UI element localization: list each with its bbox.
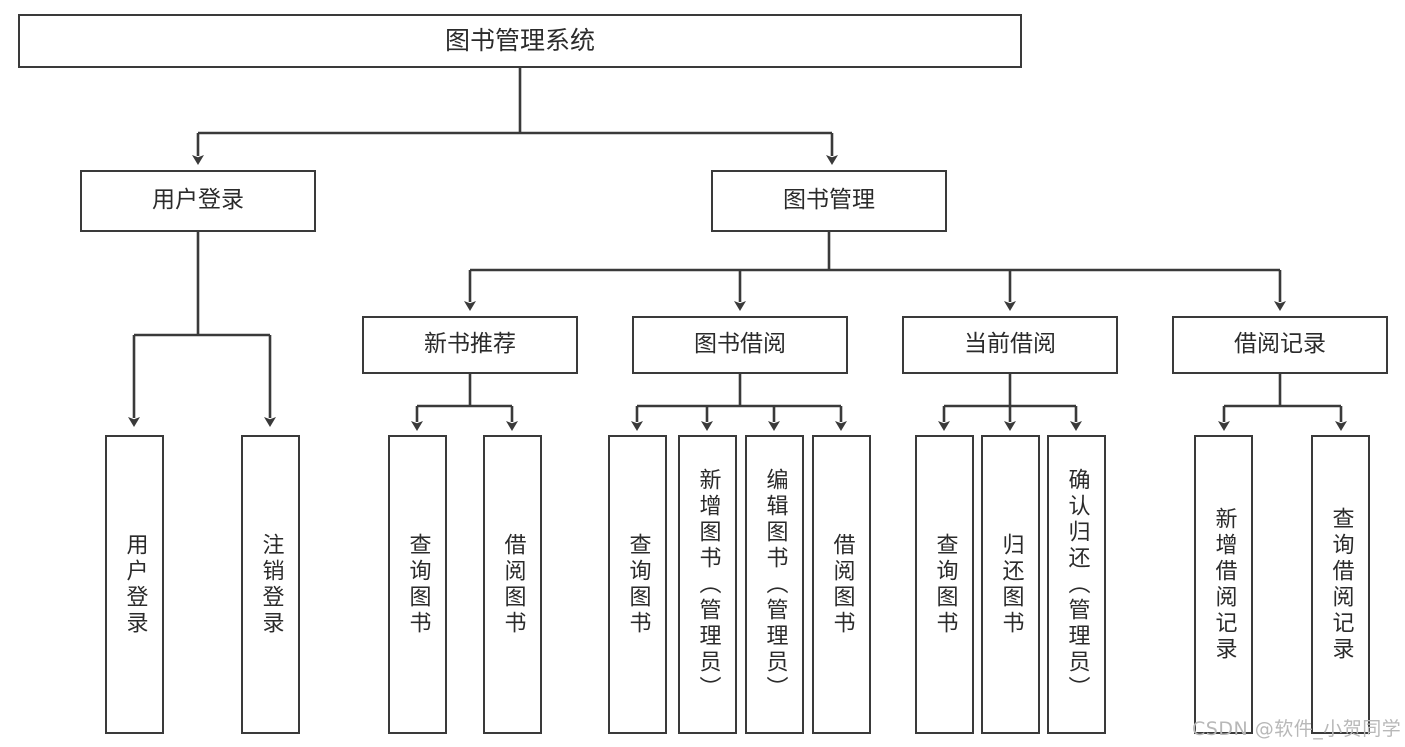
node-new-book-recommend-label: 新书推荐 xyxy=(424,331,516,358)
leaf-label: 新增图书（管理员） xyxy=(695,467,721,702)
node-book-borrow[interactable]: 图书借阅 xyxy=(632,316,848,374)
leaf-label: 编辑图书（管理员） xyxy=(762,467,788,702)
node-root[interactable]: 图书管理系统 xyxy=(18,14,1022,68)
leaf-label: 查询图书 xyxy=(932,532,958,637)
leaf-user-login-logout[interactable]: 注销登录 xyxy=(241,435,300,734)
leaf-label: 归还图书 xyxy=(998,532,1024,637)
node-borrow-record[interactable]: 借阅记录 xyxy=(1172,316,1388,374)
leaf-new-book-query-book[interactable]: 查询图书 xyxy=(388,435,447,734)
node-current-borrow-label: 当前借阅 xyxy=(964,331,1056,358)
node-new-book-recommend[interactable]: 新书推荐 xyxy=(362,316,578,374)
leaf-label: 查询图书 xyxy=(405,532,431,637)
leaf-label: 确认归还（管理员） xyxy=(1064,467,1090,702)
node-book-management[interactable]: 图书管理 xyxy=(711,170,947,232)
leaf-label: 借阅图书 xyxy=(500,532,526,637)
leaf-new-book-borrow-book[interactable]: 借阅图书 xyxy=(483,435,542,734)
leaf-label: 查询图书 xyxy=(625,532,651,637)
leaf-borrow-record-query-record[interactable]: 查询借阅记录 xyxy=(1311,435,1370,734)
leaf-label: 新增借阅记录 xyxy=(1211,506,1237,663)
node-root-label: 图书管理系统 xyxy=(444,26,595,56)
leaf-book-borrow-borrow-book[interactable]: 借阅图书 xyxy=(812,435,871,734)
leaf-current-borrow-query-book[interactable]: 查询图书 xyxy=(915,435,974,734)
leaf-label: 注销登录 xyxy=(258,532,284,637)
node-borrow-record-label: 借阅记录 xyxy=(1234,331,1326,358)
leaf-book-borrow-add-book-admin[interactable]: 新增图书（管理员） xyxy=(678,435,737,734)
node-user-login-label: 用户登录 xyxy=(152,187,244,214)
node-user-login[interactable]: 用户登录 xyxy=(80,170,316,232)
leaf-current-borrow-confirm-return-admin[interactable]: 确认归还（管理员） xyxy=(1047,435,1106,734)
node-book-management-label: 图书管理 xyxy=(783,187,875,214)
leaf-current-borrow-return-book[interactable]: 归还图书 xyxy=(981,435,1040,734)
leaf-borrow-record-add-record[interactable]: 新增借阅记录 xyxy=(1194,435,1253,734)
leaf-label: 查询借阅记录 xyxy=(1328,506,1354,663)
leaf-book-borrow-query-book[interactable]: 查询图书 xyxy=(608,435,667,734)
leaf-label: 借阅图书 xyxy=(829,532,855,637)
leaf-book-borrow-edit-book-admin[interactable]: 编辑图书（管理员） xyxy=(745,435,804,734)
node-book-borrow-label: 图书借阅 xyxy=(694,331,786,358)
leaf-user-login-login[interactable]: 用户登录 xyxy=(105,435,164,734)
node-current-borrow[interactable]: 当前借阅 xyxy=(902,316,1118,374)
leaf-label: 用户登录 xyxy=(122,532,148,637)
